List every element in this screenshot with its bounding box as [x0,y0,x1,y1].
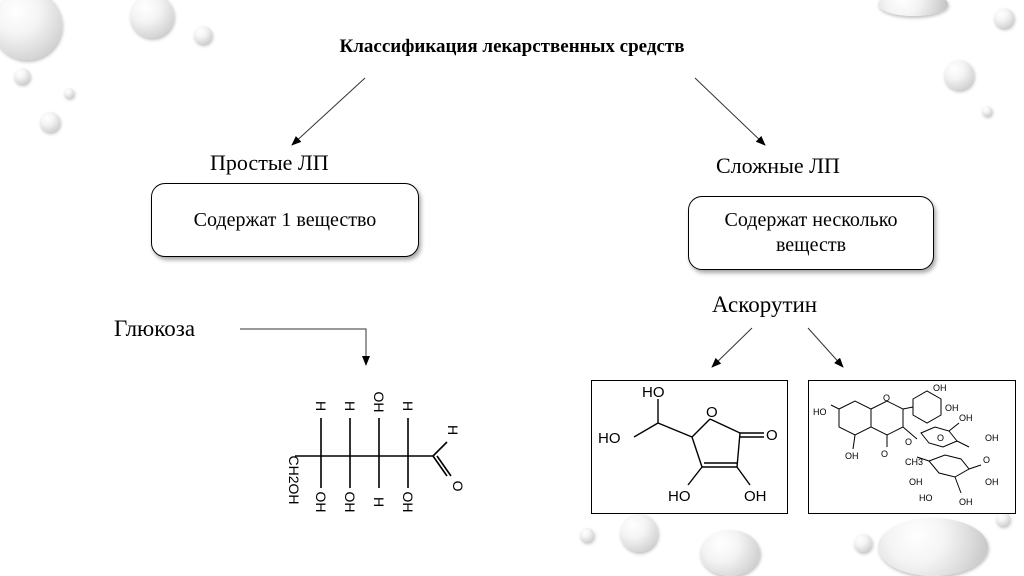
water-drop [14,68,30,84]
complex-drugs-box-line1: Содержат несколько [724,209,898,231]
arrow-rutin [807,327,844,368]
rutin-label: OH [945,403,959,413]
ascorbic-label: HO [668,488,691,505]
rutin-label: O [883,393,890,403]
rutin-label: O [937,433,944,443]
rutin-label: OH [959,497,973,507]
ascorbic-label: OH [744,488,767,505]
water-drop [700,530,760,576]
water-drop [194,26,212,44]
water-drop [944,60,974,90]
rutin-label: CH3 [905,457,923,467]
rutin-structure: OH OH HO O OH O O OH OH O O CH3 OH OH HO… [813,383,999,507]
rutin-label: OH [959,413,973,423]
simple-drugs-box-text: Содержат 1 вещество [193,208,377,231]
glucose-bottom-oh: OH [342,492,358,513]
glucose-label: Глюкоза [114,316,196,341]
ascorbic-label: O [766,427,778,444]
water-drop [40,112,60,132]
glucose-structure: CH2OH H H OH H OH OH H OH H O [286,392,466,513]
rutin-label: HO [813,407,827,417]
ascorbic-acid-structure: HO HO O O HO OH [598,384,778,505]
ascorutin-label: Аскорутин [712,292,818,317]
water-drop [878,518,988,576]
ascorbic-label: O [706,404,718,421]
rutin-label: HO [919,493,933,503]
glucose-top-h: H [313,401,329,411]
rutin-label: OH [985,477,999,487]
complex-drugs-box: Содержат несколько веществ [688,196,934,270]
water-drop [982,106,992,116]
arrow-to-complex [694,77,766,146]
arrow-to-simple [291,77,366,146]
ascorbic-label: HO [598,430,621,447]
glucose-end-group: CH2OH [286,455,302,504]
glucose-aldehyde-h: H [445,425,461,435]
page-title: Классификация лекарственных средств [339,36,685,57]
simple-drugs-label: Простые ЛП [210,150,329,175]
complex-drugs-box-line2: веществ [775,234,847,256]
arrow-ascorbic [711,327,753,368]
rutin-panel: OH OH HO O OH O O OH OH O O CH3 OH OH HO… [808,380,1016,514]
water-drop [130,0,174,38]
arrow-glucose [240,328,370,366]
glucose-bottom-oh: OH [400,492,416,513]
rutin-label: OH [985,433,999,443]
water-drop [580,528,594,542]
water-drop [996,512,1010,526]
simple-drugs-box: Содержат 1 вещество [151,183,419,257]
ascorbic-acid-panel: HO HO O O HO OH [591,380,788,514]
water-drop [878,0,948,16]
water-drop [64,88,74,98]
ascorbic-label: HO [642,384,665,401]
glucose-top-h: H [342,401,358,411]
rutin-label: O [905,437,912,447]
glucose-top-oh: OH [371,392,387,413]
water-drop [854,534,872,552]
water-drop [994,8,1014,28]
rutin-label: O [881,449,888,459]
rutin-label: OH [845,451,859,461]
glucose-bottom-h: H [371,497,387,507]
rutin-label: O [983,455,990,465]
glucose-bottom-oh: OH [313,492,329,513]
rutin-label: OH [909,477,923,487]
glucose-aldehyde-o: O [450,481,466,492]
glucose-top-h: H [400,401,416,411]
water-drop [620,514,658,552]
complex-drugs-label: Сложные ЛП [716,153,840,178]
rutin-label: OH [933,383,947,393]
